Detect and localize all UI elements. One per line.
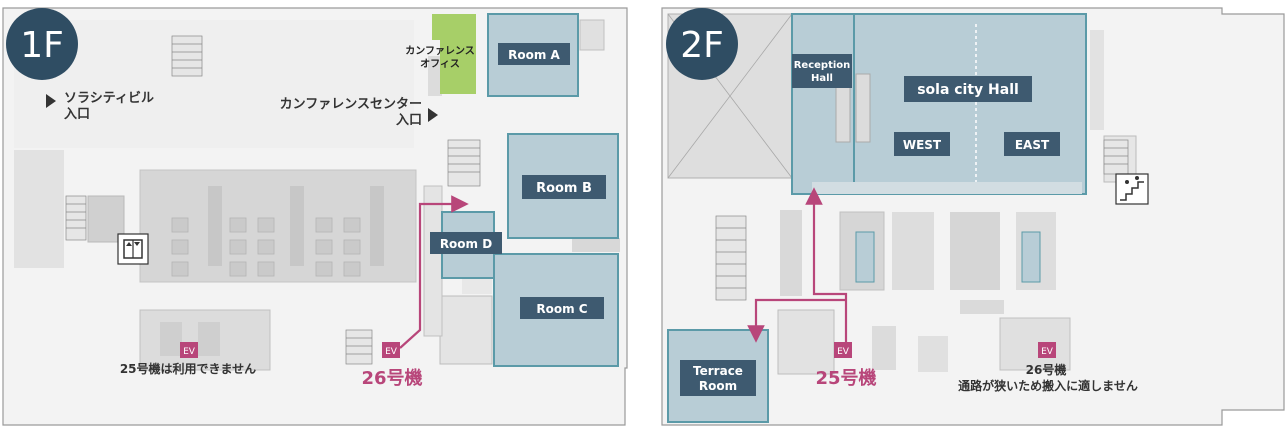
reception-hall-label-box — [792, 54, 852, 88]
floor-2-badge — [666, 8, 738, 80]
conference-entrance-label-2: 入口 — [396, 113, 422, 128]
west-label-box — [894, 132, 950, 156]
ev-badge-1f-right — [382, 342, 400, 358]
sola-entrance-arrow-icon — [46, 94, 56, 108]
ev-1f-left-text: EV — [183, 347, 196, 357]
room-a-label: Room A — [508, 48, 560, 62]
floor-2-badge-text: 2F — [680, 25, 724, 66]
ev26-note-2f-2: 通路が狭いため搬入に適しません — [958, 378, 1138, 393]
room-c-label-box — [520, 297, 604, 319]
ev-badge-2f-right — [1038, 342, 1056, 358]
room-d-label-box — [430, 232, 502, 254]
ev-badge-1f-left — [180, 342, 198, 358]
ev26-note-2f-1: 26号機 — [1026, 362, 1067, 377]
conference-entrance-arrow-icon — [428, 108, 438, 122]
ev25-label-2f: 25号機 — [815, 367, 876, 389]
conference-entrance-label-1: カンファレンスセンター — [280, 97, 422, 112]
ev26-label-1f: 26号機 — [361, 367, 422, 389]
conference-office-area — [432, 14, 476, 94]
floor-2-map — [661, 7, 1285, 426]
room-b-label: Room B — [536, 181, 592, 196]
route-2f-terrace-path — [747, 298, 846, 343]
floor-1-badge — [6, 8, 78, 80]
room-b-label-box — [522, 175, 606, 199]
stairs-person-icon — [1115, 173, 1149, 205]
route-2f-hall-path — [805, 187, 848, 344]
reception-hall-label-1: Reception — [794, 60, 851, 71]
sola-entrance-label-2: 入口 — [64, 107, 90, 122]
sola-city-hall-area[interactable] — [853, 13, 1087, 195]
west-label: WEST — [903, 138, 942, 152]
reception-hall-label-2: Hall — [811, 73, 833, 84]
terrace-room-label-1: Terrace — [693, 364, 743, 378]
route-1f-path — [399, 195, 469, 349]
east-label: EAST — [1015, 138, 1050, 152]
room-d-label: Room D — [440, 237, 492, 251]
sola-entrance-label-1: ソラシティビル — [64, 90, 154, 106]
sola-city-hall-label: sola city Hall — [917, 82, 1019, 98]
room-c-label: Room C — [536, 302, 587, 316]
room-a-label-box — [498, 43, 570, 65]
ev25-unavailable-note: 25号機は利用できません — [120, 361, 256, 376]
ev-badge-2f-left — [834, 342, 852, 358]
floor-1-map — [2, 7, 628, 426]
ev-2f-right-text: EV — [1041, 347, 1054, 357]
ev-1f-right-text: EV — [385, 347, 398, 357]
terrace-room-label-box — [680, 360, 756, 396]
sola-city-hall-label-box — [904, 76, 1032, 102]
terrace-room-label-2: Room — [699, 379, 737, 393]
conference-office-label-2: オフィス — [420, 58, 460, 70]
east-label-box — [1004, 132, 1060, 156]
floor-1-badge-text: 1F — [20, 25, 64, 66]
conference-office-label-1: カンファレンス — [405, 45, 475, 57]
ev-2f-left-text: EV — [837, 347, 850, 357]
elevator-icon — [117, 233, 149, 265]
